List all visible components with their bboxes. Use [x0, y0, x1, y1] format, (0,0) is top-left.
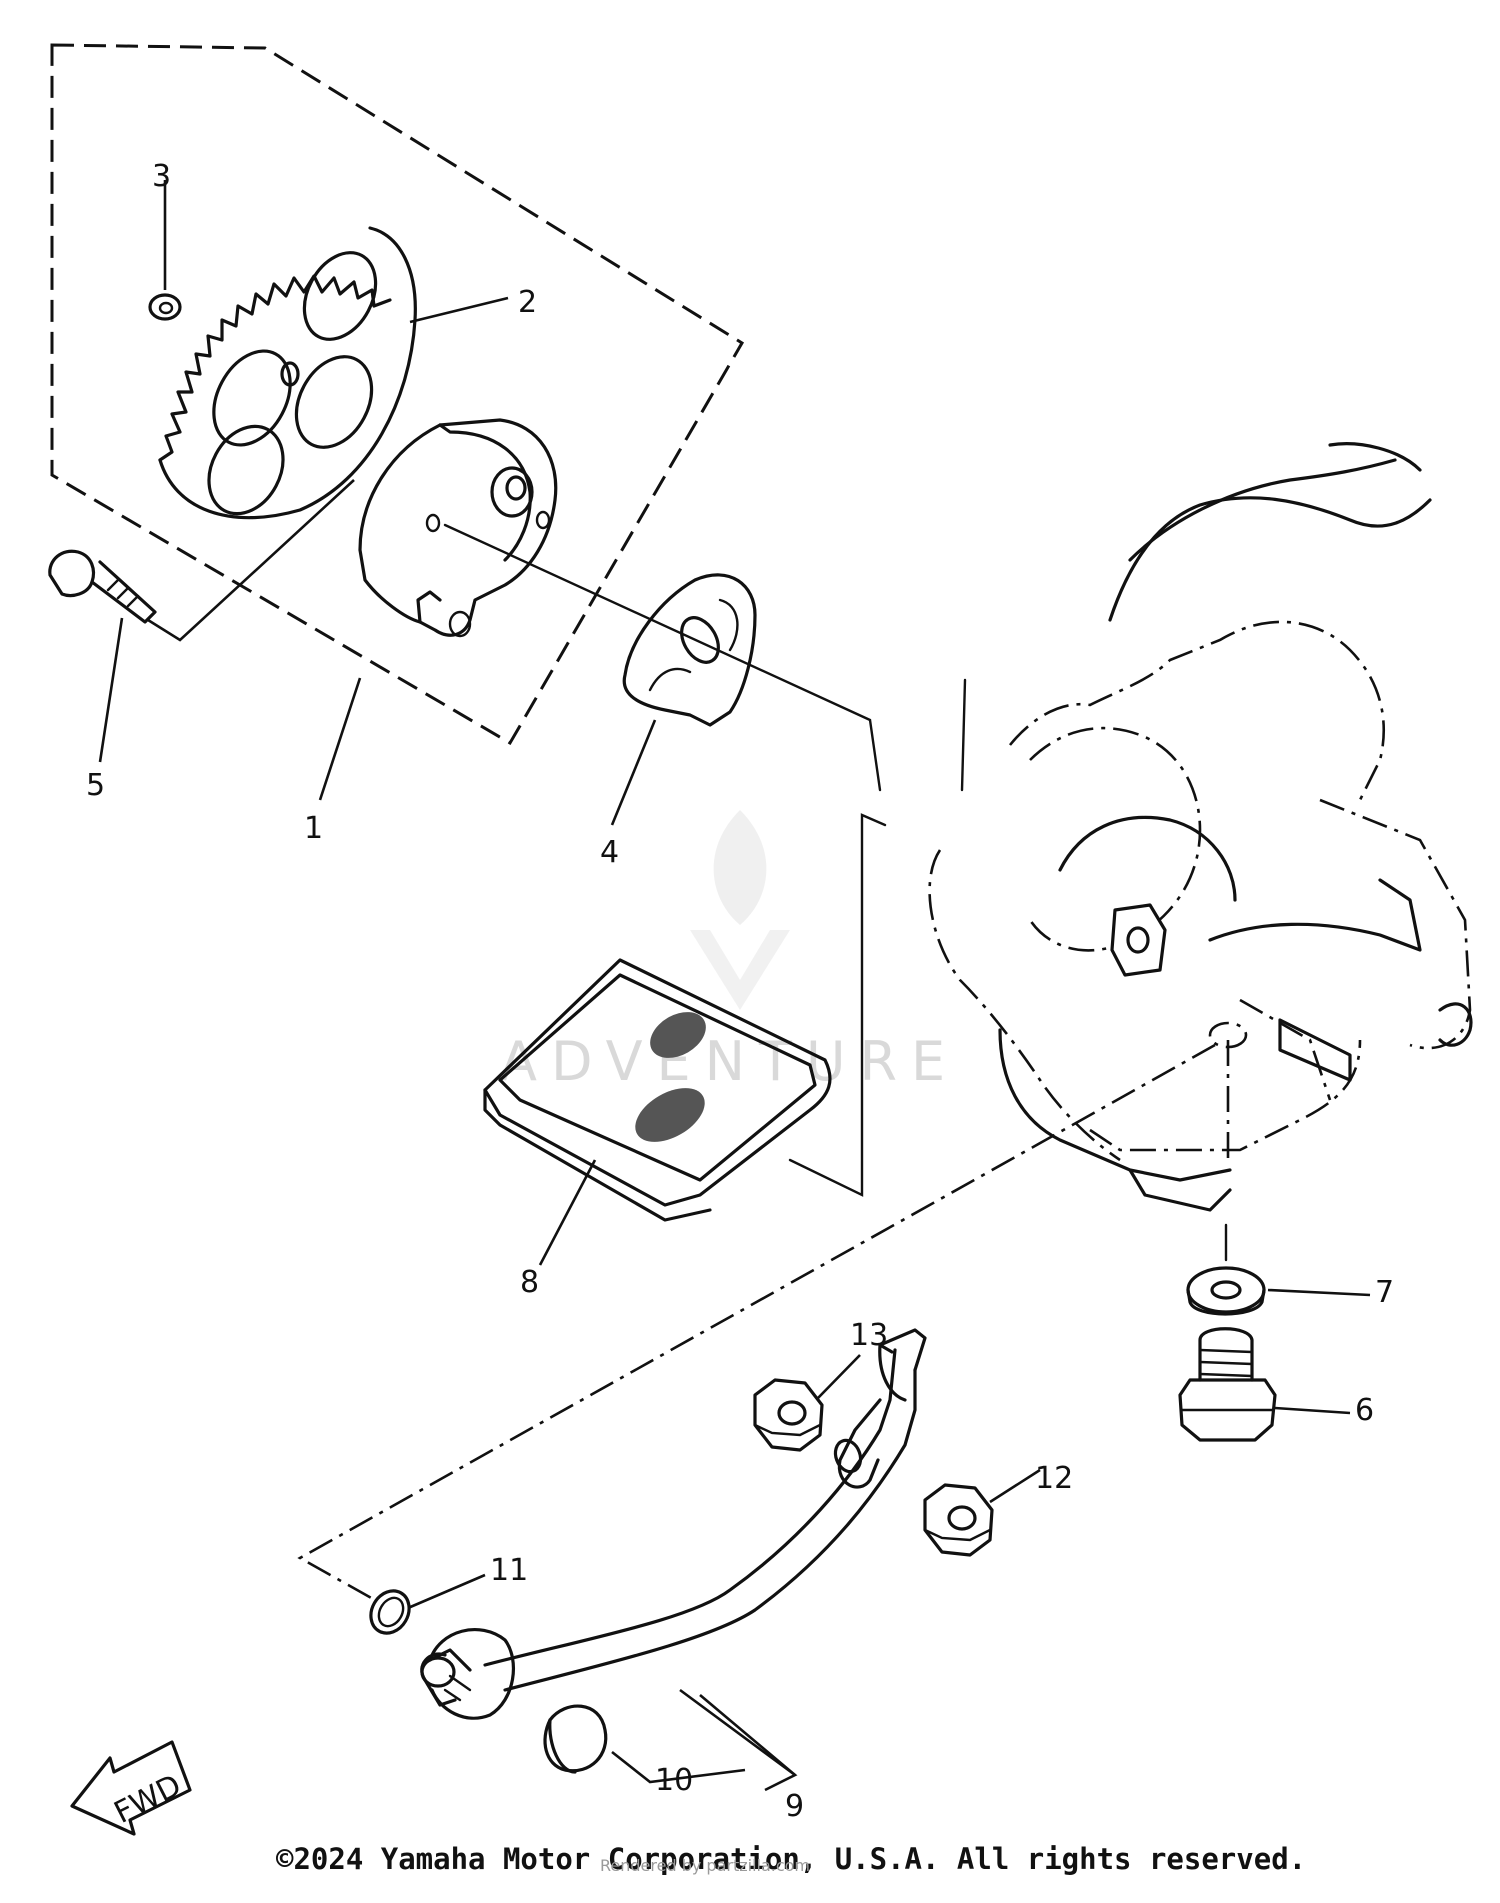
- oil-pump-gear: [158, 226, 417, 520]
- leader-boundary-bolt: [147, 479, 355, 642]
- bolt: [48, 549, 157, 624]
- gasket-washer: [1186, 1223, 1266, 1316]
- callout-1: 1: [304, 811, 323, 846]
- copyright-notice: ©2024 Yamaha Motor Corporation, U.S.A. A…: [276, 1842, 1307, 1876]
- callout-3: 3: [152, 159, 171, 194]
- callout-10: 10: [655, 1763, 693, 1798]
- fwd-label: FWD: [109, 1768, 187, 1831]
- leader-lines: [98, 180, 1371, 1792]
- callout-4: 4: [600, 835, 619, 870]
- callout-2: 2: [518, 285, 537, 320]
- circlip: [148, 293, 182, 321]
- banjo-union: [420, 1628, 515, 1720]
- watermark-logo: [690, 810, 790, 1010]
- crankcase: [928, 442, 1473, 1212]
- callout-7: 7: [1375, 1275, 1394, 1310]
- nut-13: [753, 1378, 824, 1452]
- plug-cap: [543, 1704, 608, 1774]
- callout-8: 8: [520, 1265, 539, 1300]
- nut-12: [923, 1483, 994, 1557]
- alignment-line: [443, 523, 882, 792]
- callout-5: 5: [86, 768, 105, 803]
- fwd-direction-arrow: FWD: [70, 1740, 192, 1836]
- pipe-alignment-line: [297, 1043, 1216, 1602]
- oil-delivery-pipe: [483, 1328, 927, 1692]
- callout-12: 12: [1035, 1461, 1073, 1496]
- oil-pump-body: [358, 418, 558, 638]
- callout-9: 9: [785, 1789, 804, 1824]
- oil-strainer: [483, 813, 887, 1222]
- callout-6: 6: [1355, 1393, 1374, 1428]
- watermark-text: ADVENTURE: [500, 1030, 959, 1093]
- callout-11: 11: [490, 1553, 528, 1588]
- o-ring: [369, 1589, 411, 1635]
- oil-pump-assembly-boundary: [50, 43, 745, 746]
- strainer-mesh: [635, 1012, 706, 1142]
- callout-13: 13: [850, 1318, 888, 1353]
- gasket: [622, 573, 757, 727]
- rendered-by-note: Rendered by partzilla.com: [600, 1856, 811, 1875]
- drain-bolt: [1178, 1327, 1277, 1442]
